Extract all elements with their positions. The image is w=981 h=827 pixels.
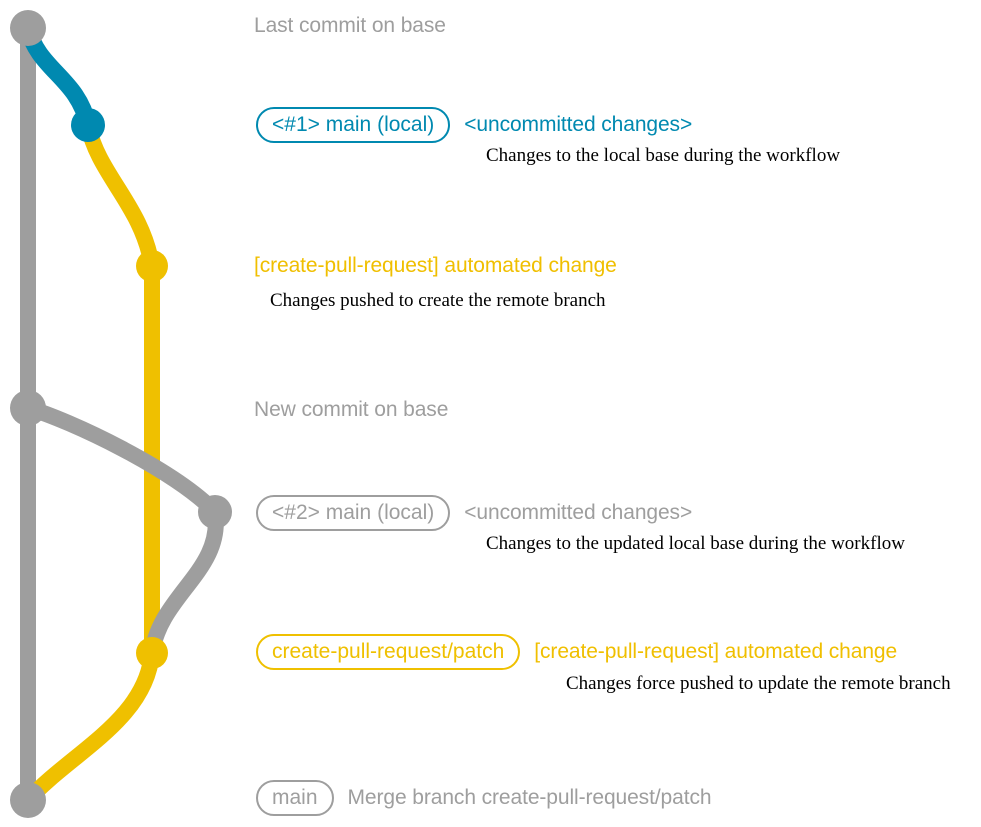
- subtext-local-1: Changes to the local base during the wor…: [486, 145, 841, 166]
- edge-basenew-to-local2: [20, 400, 223, 520]
- label-patch-1: [create-pull-request] automated change: [254, 254, 617, 278]
- badge-patch-2[interactable]: create-pull-request/patch: [256, 634, 521, 670]
- caption-patch-2: [create-pull-request] automated change: [534, 640, 898, 663]
- commit-node-local-2[interactable]: [198, 495, 232, 529]
- commit-node-base-last[interactable]: [10, 10, 46, 46]
- commit-node-local-1[interactable]: [71, 108, 105, 142]
- edge-local2-to-patch2: [144, 504, 224, 661]
- headline-text: New commit on base: [254, 398, 449, 421]
- label-new-commit-on-base: New commit on base: [254, 398, 448, 422]
- row-local-2: <#2> main (local) <uncommitted changes>: [256, 495, 692, 531]
- row-merge: main Merge branch create-pull-request/pa…: [256, 780, 712, 816]
- subtext-patch-2: Changes force pushed to update the remot…: [566, 673, 951, 694]
- caption-local-1: <uncommitted changes>: [464, 113, 693, 136]
- label-last-commit-on-base: Last commit on base: [254, 14, 446, 38]
- caption-merge: Merge branch create-pull-request/patch: [347, 786, 712, 809]
- commit-node-patch-2[interactable]: [136, 637, 168, 669]
- badge-local-1[interactable]: <#1> main (local): [256, 107, 451, 143]
- headline-text: [create-pull-request] automated change: [254, 254, 617, 277]
- caption-local-2: <uncommitted changes>: [464, 501, 693, 524]
- headline-text: Last commit on base: [254, 14, 446, 37]
- badge-local-2[interactable]: <#2> main (local): [256, 495, 451, 531]
- commit-node-base-merge[interactable]: [10, 782, 46, 818]
- edge-patch2-to-merge: [20, 645, 160, 808]
- subtext-patch-1: Changes pushed to create the remote bran…: [270, 290, 606, 311]
- commit-node-patch-1[interactable]: [136, 250, 168, 282]
- row-patch-2: create-pull-request/patch [create-pull-r…: [256, 634, 897, 670]
- edge-local1-to-patch1: [80, 117, 160, 274]
- subtext-local-2: Changes to the updated local base during…: [486, 533, 905, 554]
- commit-node-base-new[interactable]: [10, 390, 46, 426]
- badge-merge[interactable]: main: [256, 780, 334, 816]
- row-local-1: <#1> main (local) <uncommitted changes>: [256, 107, 692, 143]
